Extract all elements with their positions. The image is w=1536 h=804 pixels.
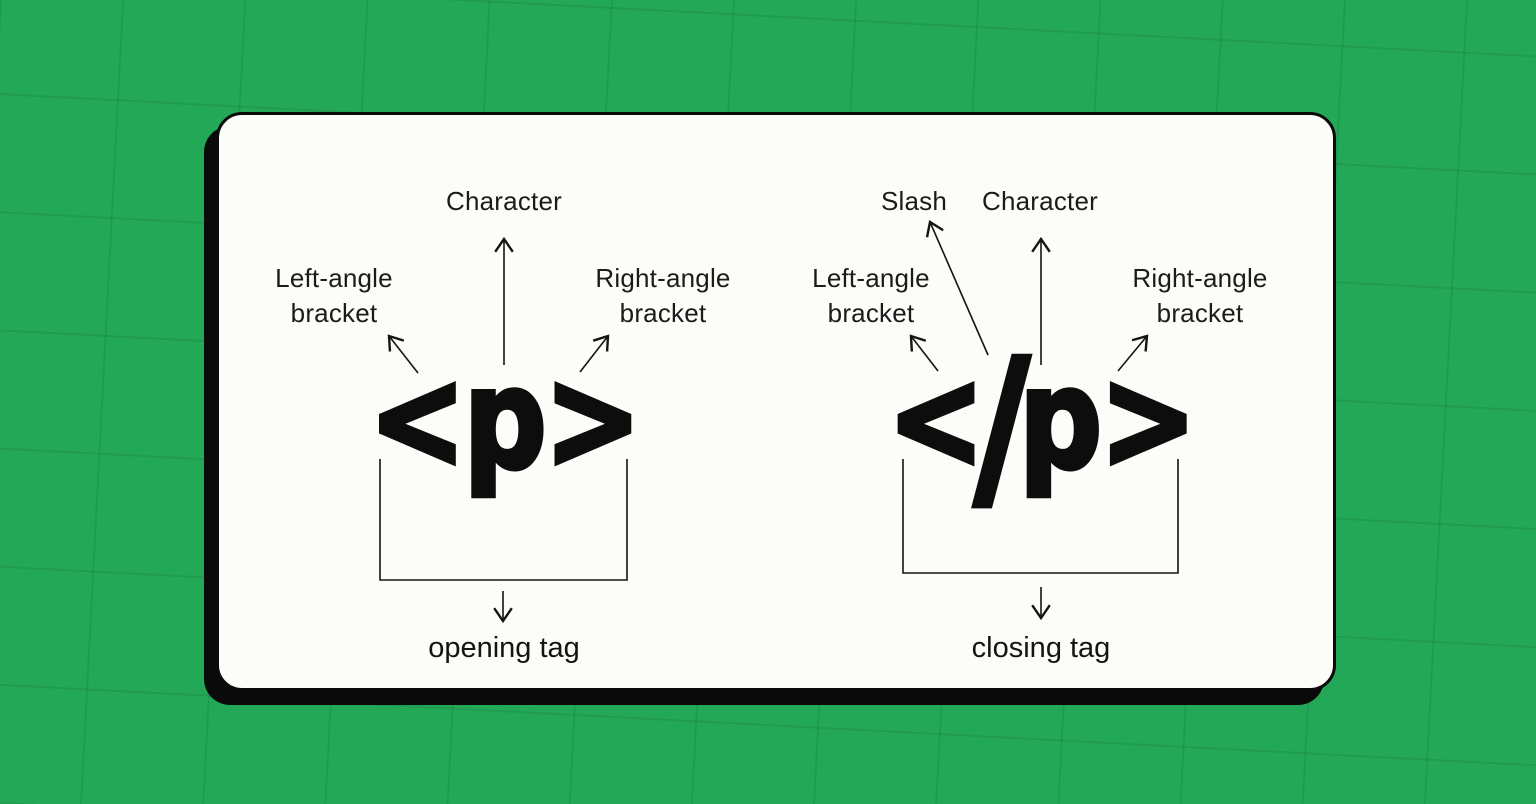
label-right-angle-bracket-opening: Right-angle bracket [595, 263, 731, 328]
left-angle-bracket-glyph-closing: < [885, 339, 986, 500]
right-angle-bracket-glyph-closing: > [1098, 339, 1199, 500]
closing-tag-caption: closing tag [971, 632, 1111, 664]
right-angle-bracket-glyph-opening: > [542, 339, 643, 500]
closing-tag-glyph: </p> [885, 319, 1199, 532]
label-slash-closing: Slash [880, 186, 948, 216]
html-tag-diagram-card: Character Left-angle bracket Right-angle… [216, 112, 1336, 691]
opening-tag-caption: opening tag [428, 632, 580, 664]
opening-tag-glyph: <p> [367, 348, 644, 491]
character-glyph-opening: p [462, 339, 549, 500]
label-character-opening: Character [446, 186, 562, 216]
left-angle-bracket-glyph-opening: < [367, 339, 468, 500]
label-left-angle-bracket-closing: Left-angle bracket [812, 263, 930, 328]
character-glyph-closing: p [1017, 339, 1104, 500]
label-right-angle-bracket-closing: Right-angle bracket [1132, 263, 1268, 328]
label-left-angle-bracket-opening: Left-angle bracket [275, 263, 393, 328]
label-character-closing: Character [982, 186, 1098, 216]
